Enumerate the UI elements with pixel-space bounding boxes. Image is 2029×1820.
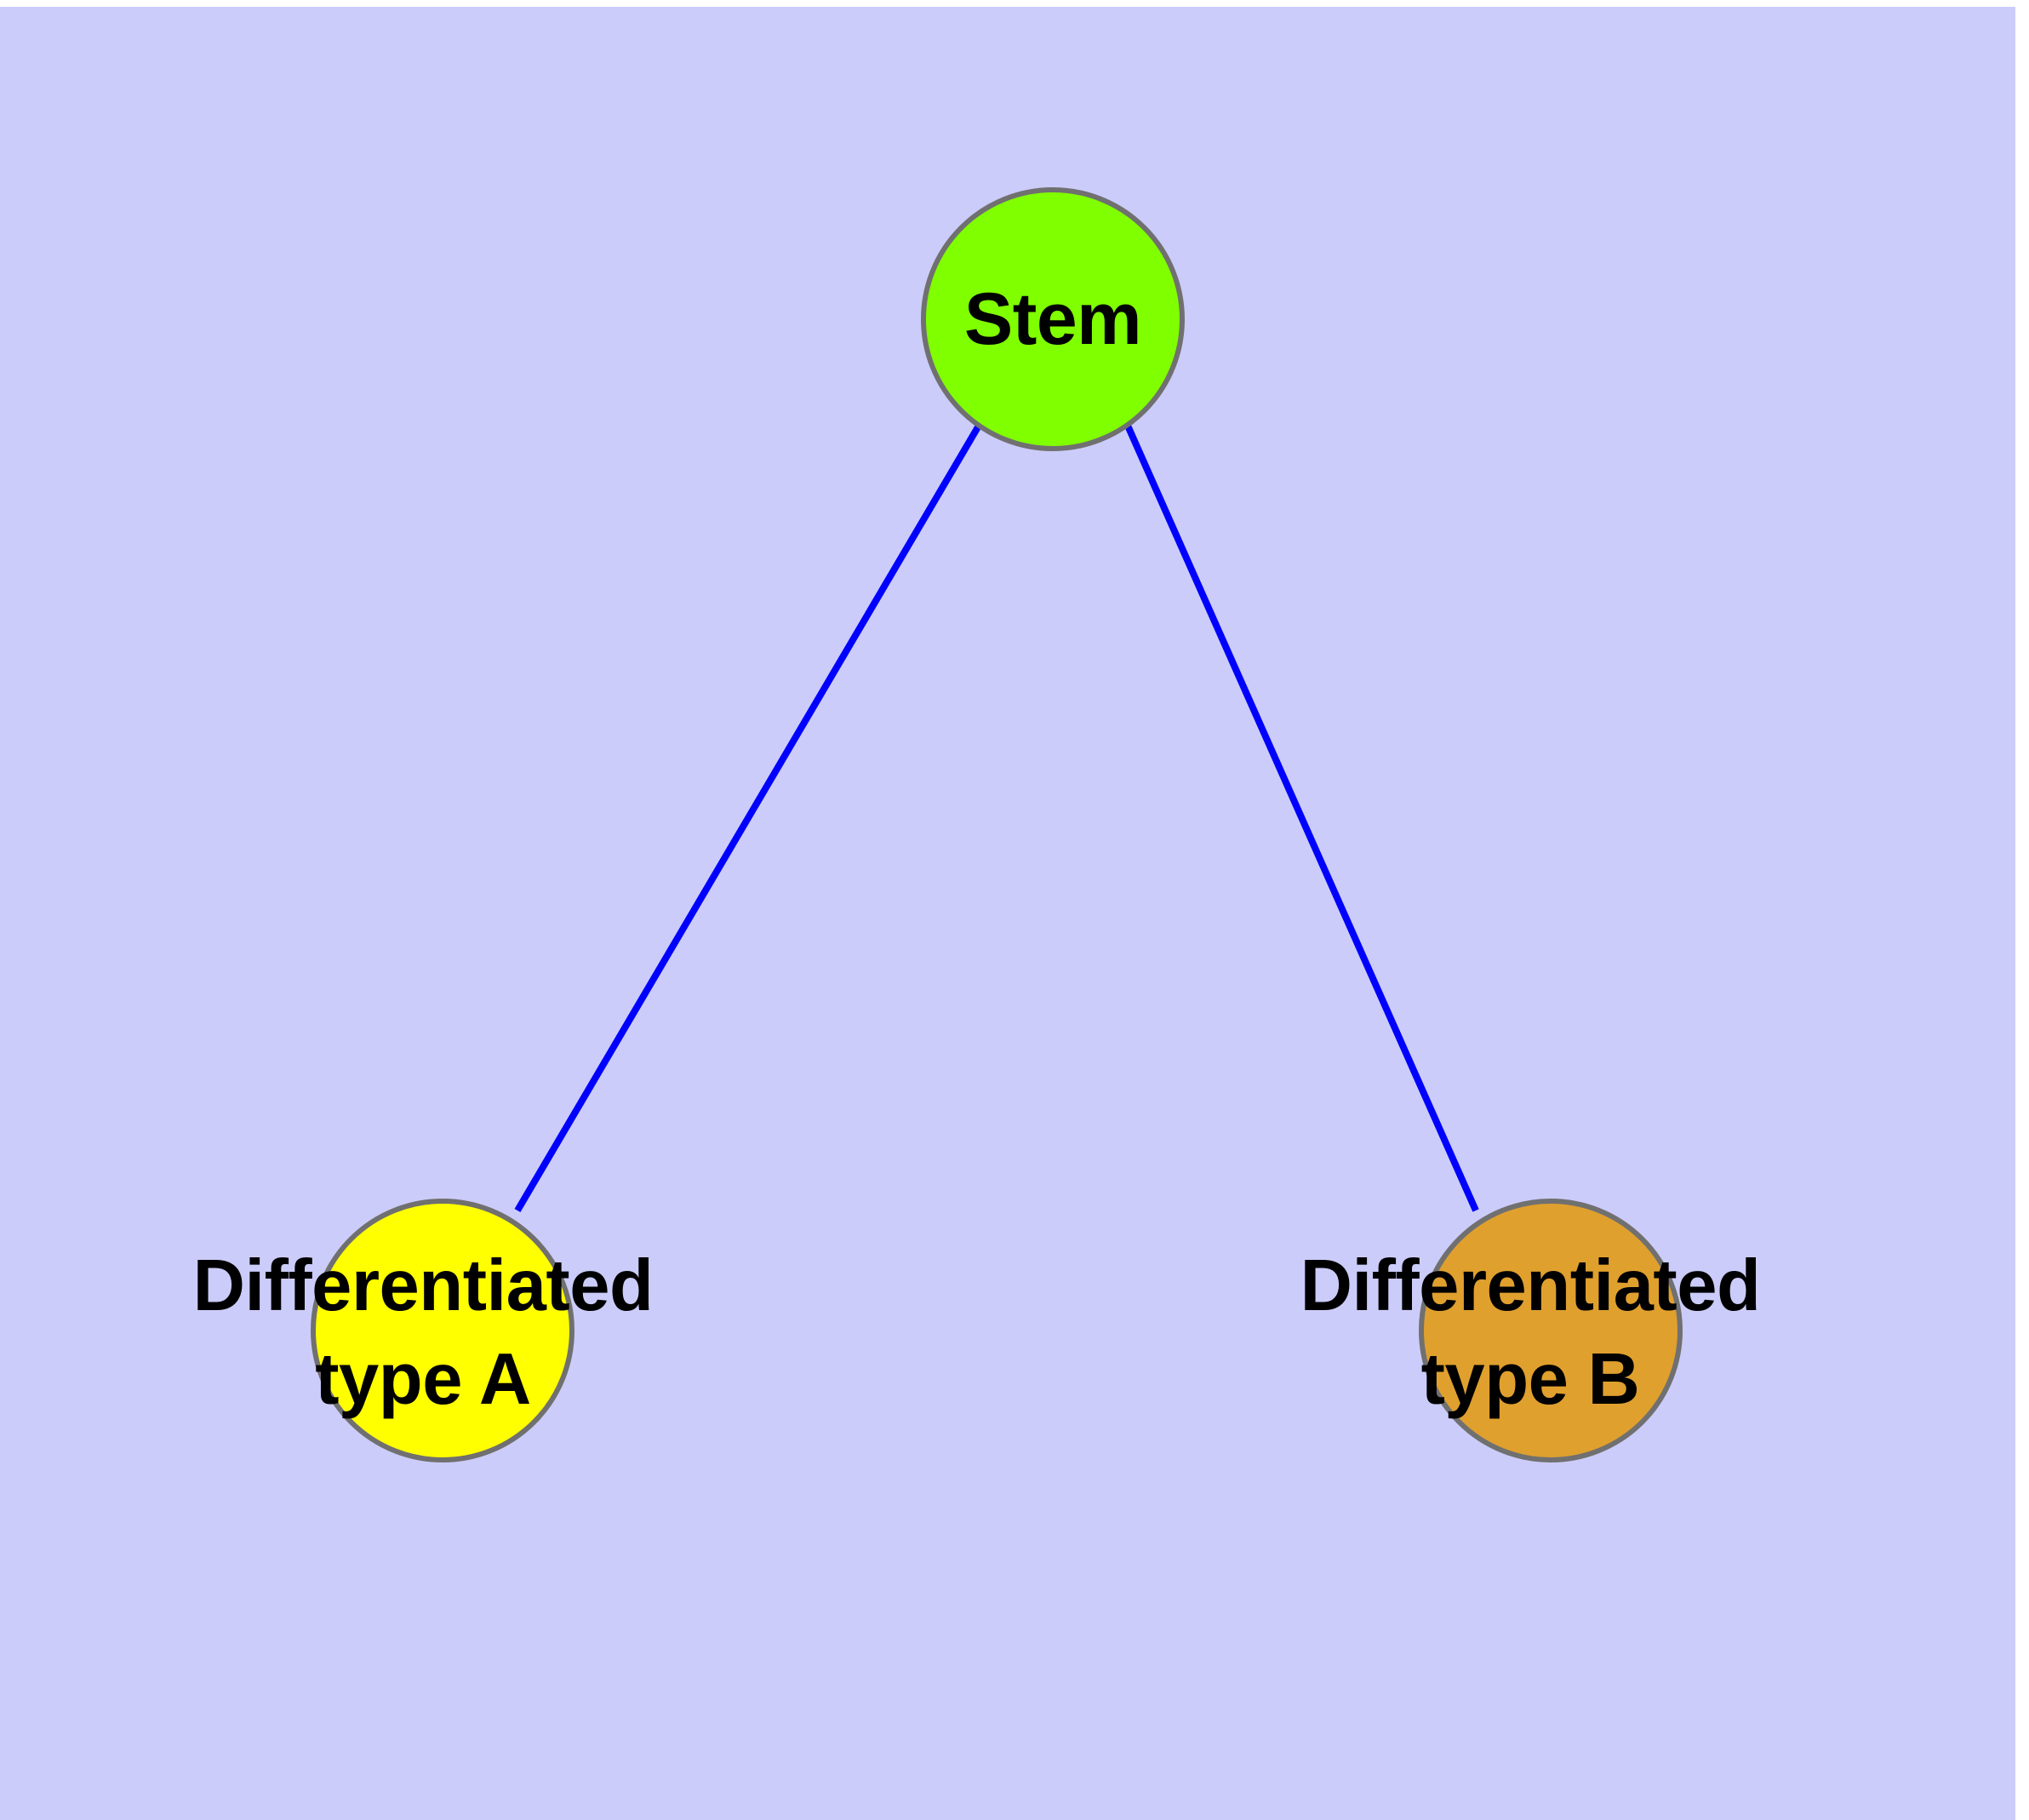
node-diff-a[interactable] [311, 1199, 574, 1462]
node-stem[interactable] [921, 187, 1185, 451]
edge-stem-to-diff-a[interactable] [514, 423, 982, 1213]
edge-layer [514, 423, 1479, 1213]
node-diff-b[interactable] [1419, 1199, 1683, 1462]
node-layer [311, 187, 1683, 1462]
edge-stem-to-diff-b[interactable] [1124, 424, 1479, 1212]
